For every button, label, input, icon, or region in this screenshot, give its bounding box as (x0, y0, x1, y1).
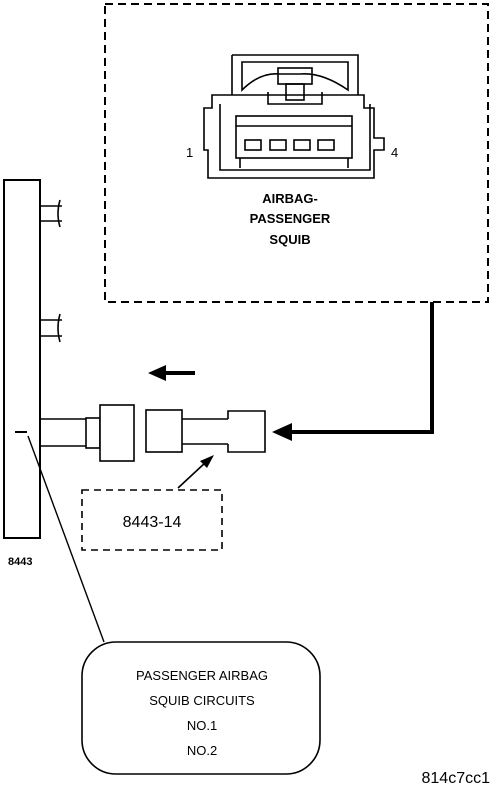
pin-4-label: 4 (391, 145, 398, 160)
connector-label-line2: PASSENGER (250, 211, 331, 226)
disconnect-direction-arrow (148, 365, 195, 381)
tester-cable (40, 418, 86, 447)
connector-label-line3: SQUIB (269, 232, 310, 247)
reference-arrowhead (272, 423, 292, 441)
tester-label: 8443 (8, 556, 32, 568)
callout-line3: NO.1 (187, 718, 217, 733)
connector-view-box (104, 3, 489, 303)
callout-line4: NO.2 (187, 743, 217, 758)
adapter-8443-14 (145, 409, 266, 453)
adapter-label-box (81, 489, 223, 551)
connector-label-line1: AIRBAG- (262, 191, 318, 206)
pin-1-label: 1 (186, 145, 193, 160)
tester-body (3, 179, 41, 539)
callout-line2: SQUIB CIRCUITS (149, 693, 255, 708)
adapter-pointer-head (200, 455, 214, 468)
callout-box (81, 641, 321, 775)
tester-plug (85, 404, 135, 462)
figure-id: 814c7cc1 (422, 770, 491, 787)
callout-leader (27, 435, 105, 643)
tester-cable-stubs (40, 199, 62, 343)
adapter-label: 8443-14 (123, 514, 182, 531)
squib-connector-drawing (203, 54, 385, 179)
adapter-pointer-line (177, 461, 207, 489)
callout-line1: PASSENGER AIRBAG (136, 668, 268, 683)
reference-arrow-line (284, 302, 434, 434)
